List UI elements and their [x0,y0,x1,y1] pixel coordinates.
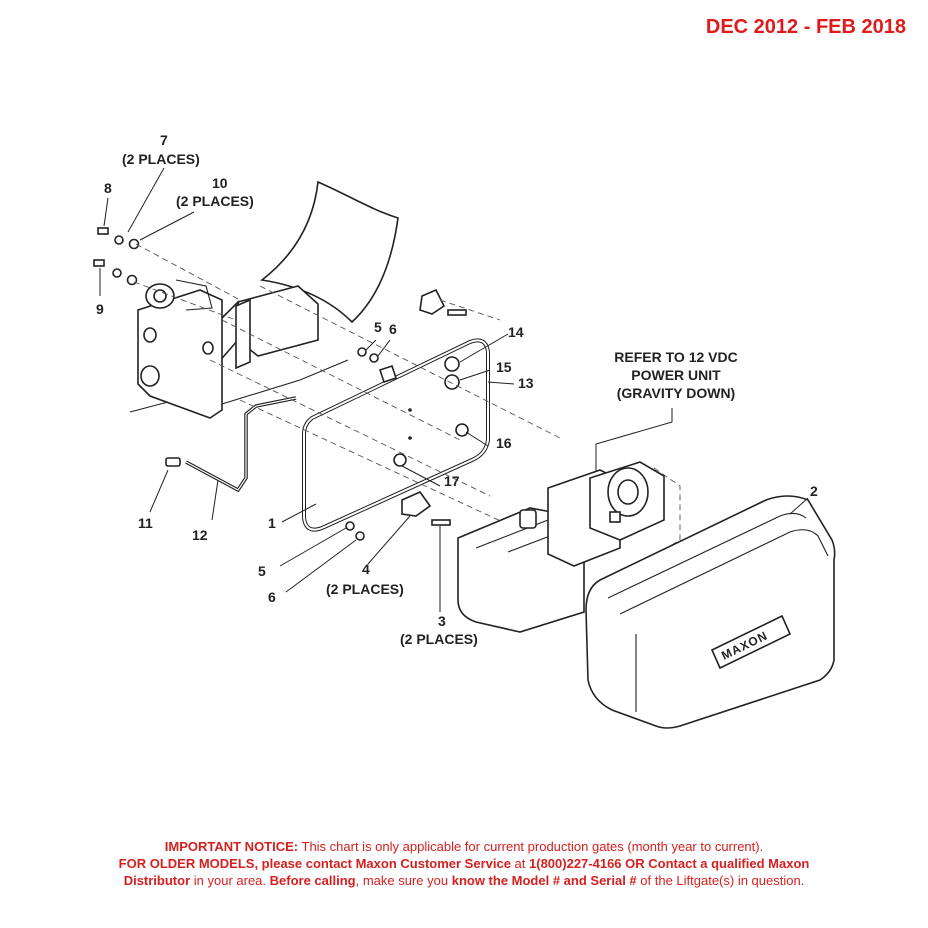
notice-line-3: Distributor in your area. Before calling… [60,872,868,889]
important-notice: IMPORTANT NOTICE: This chart is only app… [60,838,868,889]
callout-8: 8 [104,180,112,196]
mounting-bracket [129,180,399,419]
callout-7: 7 [160,132,168,148]
callout-4-note: (2 PLACES) [326,581,404,597]
callout-5-top: 5 [374,319,382,335]
notice-older-models: FOR OLDER MODELS, please contact Maxon C… [118,856,511,871]
hose-fitting [165,457,181,467]
callout-4: 4 [362,561,370,577]
leader-lines [99,167,809,612]
callout-3: 3 [438,613,446,629]
alignment-lines [209,285,561,531]
power-unit [547,461,681,567]
notice-before-calling: Before calling [269,873,356,888]
gasket [302,338,490,532]
callout-3-note: (2 PLACES) [400,631,478,647]
callout-17: 17 [444,473,460,489]
callout-14: 14 [508,324,524,340]
notice-distributor: Distributor [123,873,191,888]
notice-phone: 1(800)227-4166 OR Contact a qualified Ma… [529,856,810,871]
notice-end: of the Liftgate(s) in question. [636,873,805,888]
power-unit-ref-line1: REFER TO 12 VDC [614,349,737,365]
callout-5-bottom: 5 [258,563,266,579]
notice-make-sure: , make sure you [355,873,452,888]
notice-line-2: FOR OLDER MODELS, please contact Maxon C… [60,855,868,872]
callout-10-note: (2 PLACES) [176,193,254,209]
callout-9: 9 [96,301,104,317]
callout-15: 15 [496,359,512,375]
notice-heading: IMPORTANT NOTICE: [164,839,299,854]
callout-6-top: 6 [389,321,397,337]
bracket-clips [345,288,467,541]
notice-line-1: IMPORTANT NOTICE: This chart is only app… [60,838,868,855]
notice-text-1: This chart is only applicable for curren… [298,839,764,854]
callout-6-bottom: 6 [268,589,276,605]
callout-10: 10 [212,175,228,191]
callout-2: 2 [810,483,818,499]
notice-model-serial: know the Model # and Serial # [451,873,637,888]
callout-11: 11 [138,515,153,531]
date-range-header: DEC 2012 - FEB 2018 [705,16,906,38]
callout-1: 1 [268,515,276,531]
bolts-and-washers-top [93,227,241,321]
power-unit-cover: MAXON [585,495,836,729]
notice-at: at [510,856,530,871]
callout-7-note: (2 PLACES) [122,151,200,167]
callout-16: 16 [496,435,512,451]
callout-12: 12 [192,527,208,543]
hydraulic-hose [185,396,297,493]
notice-area: in your area. [190,873,270,888]
power-unit-ref-line2: POWER UNIT [631,367,721,383]
callout-13: 13 [518,375,534,391]
power-unit-ref-line3: (GRAVITY DOWN) [617,385,735,401]
